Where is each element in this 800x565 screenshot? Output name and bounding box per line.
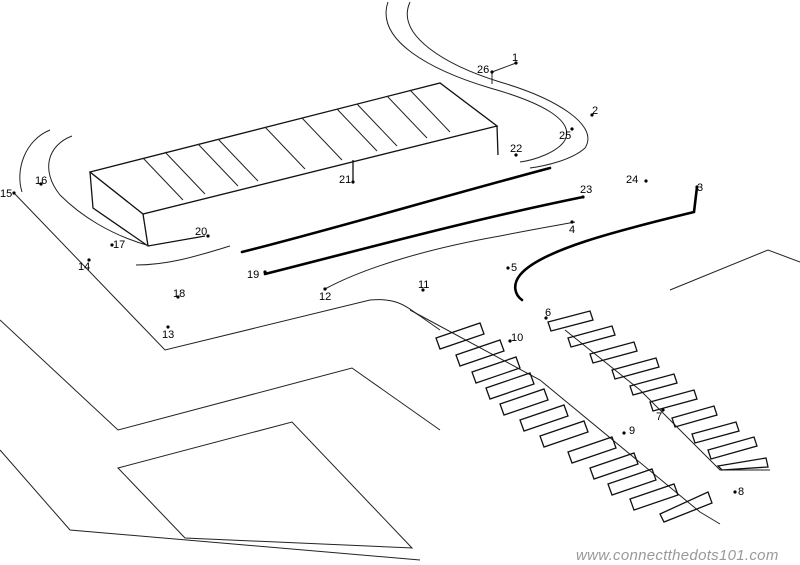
dot-21[interactable]: 21 <box>339 174 355 186</box>
dot-label: 12 <box>319 291 331 303</box>
dot-label: 15 <box>0 188 12 200</box>
dot-2[interactable]: 2 <box>590 105 598 117</box>
dot-5[interactable]: 5 <box>506 262 517 274</box>
dot-16[interactable]: 16 <box>35 175 47 187</box>
dot-6[interactable]: 6 <box>544 307 551 320</box>
dot-label: 19 <box>247 269 259 281</box>
dot-7[interactable]: 7 <box>656 408 665 423</box>
dot-20[interactable]: 20 <box>195 226 210 238</box>
dot-label: 25 <box>559 130 571 142</box>
ground-path <box>409 309 721 525</box>
dot-label: 13 <box>162 329 174 341</box>
curve-20 <box>135 245 231 266</box>
ground-left <box>0 319 441 431</box>
ground-path2 <box>564 329 770 471</box>
dot-9[interactable]: 9 <box>622 425 635 437</box>
dot-label: 26 <box>477 64 489 76</box>
dot-11[interactable]: 11 <box>418 279 429 292</box>
dot-label: 7 <box>656 411 662 423</box>
dot-label: 24 <box>626 174 638 186</box>
ground-plaza <box>117 421 414 549</box>
stub-26-1 <box>491 62 517 84</box>
dot-label: 2 <box>592 105 598 117</box>
dot-12[interactable]: 12 <box>319 287 331 303</box>
dot-label: 20 <box>195 226 207 238</box>
ground-bottom <box>0 449 421 561</box>
dot-19[interactable]: 19 <box>247 269 267 281</box>
dot-13[interactable]: 13 <box>162 325 174 341</box>
dot-18[interactable]: 18 <box>173 288 185 300</box>
dot-label: 9 <box>629 425 635 437</box>
dot-15[interactable]: 15 <box>0 188 16 200</box>
dot-label: 6 <box>545 307 551 319</box>
curb-3 <box>513 185 699 302</box>
dot-25[interactable]: 25 <box>559 127 574 142</box>
dot-3[interactable]: 3 <box>695 182 703 194</box>
dot-label: 22 <box>510 143 522 155</box>
road-curve-outer <box>385 1 568 163</box>
dot-label: 21 <box>339 174 351 186</box>
dot-26[interactable]: 26 <box>477 64 494 76</box>
parking-right <box>547 310 769 471</box>
dot-label: 5 <box>511 262 517 274</box>
building <box>88 82 499 247</box>
dot-22[interactable]: 22 <box>510 143 522 157</box>
dot-label: 1 <box>512 52 518 64</box>
dot-label: 18 <box>173 288 185 300</box>
dot-label: 14 <box>78 261 90 273</box>
road-curve-inner <box>406 1 589 169</box>
dot-label: 4 <box>569 224 575 236</box>
watermark: www.connectthedots101.com <box>576 547 779 564</box>
left-curve-2 <box>48 135 151 247</box>
curb-2 <box>263 195 585 276</box>
left-curve-1 <box>19 129 51 193</box>
dot-14[interactable]: 14 <box>78 258 91 273</box>
dot-label: 23 <box>580 184 592 196</box>
dot-17[interactable]: 17 <box>110 239 125 251</box>
dot-label: 11 <box>418 279 429 291</box>
parking-left <box>435 322 713 523</box>
dot-label: 10 <box>511 332 523 344</box>
dot-label: 8 <box>738 486 744 498</box>
dot-label: 3 <box>697 182 703 194</box>
dot-10[interactable]: 10 <box>508 332 523 344</box>
line-12-4 <box>324 221 576 290</box>
curb-1 <box>240 166 552 254</box>
dot-8[interactable]: 8 <box>733 486 744 498</box>
dot-label: 17 <box>113 239 125 251</box>
dot-4[interactable]: 4 <box>569 220 575 236</box>
dot-24[interactable]: 24 <box>626 174 648 186</box>
dot-23[interactable]: 23 <box>580 184 592 199</box>
dot-1[interactable]: 1 <box>512 52 518 65</box>
ground-right <box>669 249 800 291</box>
dots: 1 2 3 4 5 6 7 8 9 10 11 12 13 14 15 16 1… <box>0 52 744 498</box>
dot-label: 16 <box>35 175 47 187</box>
